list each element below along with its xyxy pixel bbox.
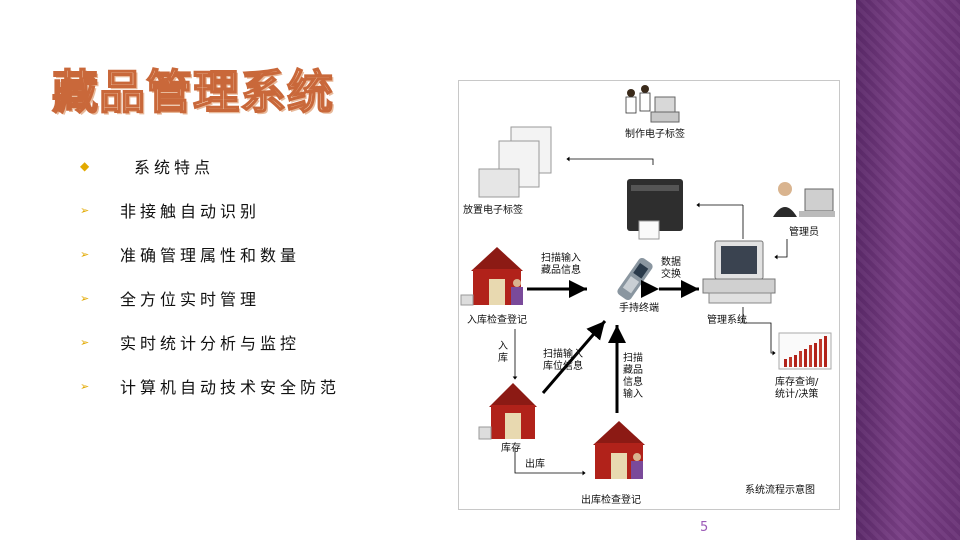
edge-to-storage-label: 入库 (498, 341, 508, 364)
statistics-chart-icon (778, 332, 832, 370)
arrow-storage-to-checkout (514, 447, 586, 476)
handheld-terminal-icon (617, 257, 653, 301)
feature-item: ➢ 实时统计分析与监控 (80, 320, 340, 364)
storage-warehouse-icon (478, 383, 537, 440)
checkin-warehouse-icon (460, 247, 523, 306)
node-mgmt-system-label: 管理系统 (707, 315, 747, 326)
feature-item: ➢ 计算机自动技术安全防范 (80, 364, 340, 408)
node-make-tag-label: 制作电子标签 (625, 129, 685, 140)
node-handheld-label: 手持终端 (619, 303, 659, 314)
arrow-storage-to-terminal (541, 320, 607, 394)
node-checkin-label: 入库检查登记 (467, 315, 527, 326)
edge-out-label: 出库 (525, 459, 545, 470)
arrow-bullet-icon: ➢ (80, 379, 94, 393)
checkout-warehouse-icon (593, 421, 645, 479)
node-report-label: 库存查询/统计/决策 (775, 377, 819, 400)
feature-item: ➢ 全方位实时管理 (80, 276, 340, 320)
feature-item-text: 全方位实时管理 (120, 290, 261, 309)
edge-scan-location-label: 扫描输入库位信息 (543, 349, 583, 372)
feature-list: ◆ 系统特点 ➢ 非接触自动识别 ➢ 准确管理属性和数量 ➢ 全方位实时管理 ➢… (80, 144, 340, 408)
slide-title: 藏品管理系统 (51, 64, 334, 120)
arrow-bullet-icon: ➢ (80, 203, 94, 217)
diagram-graphics (460, 85, 835, 479)
arrow-bullet-icon: ➢ (80, 247, 94, 261)
feature-heading-text: 系统特点 (134, 158, 215, 177)
tag-sheets-icon (478, 126, 552, 198)
tag-makers-icon (625, 85, 680, 123)
feature-item-text: 非接触自动识别 (120, 202, 261, 221)
arrow-make-to-place (566, 156, 654, 165)
administrator-icon (773, 182, 835, 217)
arrow-bullet-icon: ➢ (80, 291, 94, 305)
arrow-admin-to-system (774, 239, 788, 260)
node-admin-label: 管理员 (789, 227, 819, 238)
management-computer-icon (702, 240, 776, 304)
feature-item: ➢ 准确管理属性和数量 (80, 232, 340, 276)
feature-item-text: 准确管理属性和数量 (120, 246, 301, 265)
label-printer-icon (627, 179, 683, 240)
node-storage-label: 库存 (501, 443, 521, 454)
edge-scan-collection-out-label: 扫描藏品信息输入 (623, 353, 643, 400)
arrow-system-to-report (742, 307, 776, 356)
feature-item-text: 计算机自动技术安全防范 (120, 378, 341, 397)
diagram-caption: 系统流程示意图 (745, 485, 815, 496)
diamond-bullet-icon: ◆ (80, 159, 94, 173)
edge-data-exchange-label: 数据交换 (661, 257, 681, 280)
edge-scan-collection-label: 扫描输入藏品信息 (541, 253, 581, 276)
feature-item-text: 实时统计分析与监控 (120, 334, 301, 353)
system-flow-diagram: 制作电子标签 放置电子标签 管理员 扫描输入藏品信息 数据交换 手持终端 入库检… (458, 80, 840, 510)
feature-item: ➢ 非接触自动识别 (80, 188, 340, 232)
node-place-tag-label: 放置电子标签 (463, 205, 523, 216)
node-checkout-label: 出库检查登记 (581, 495, 641, 506)
side-decoration-band (856, 0, 960, 540)
flow-arrows (512, 156, 788, 476)
page-number: 5 (700, 520, 709, 535)
arrow-bullet-icon: ➢ (80, 335, 94, 349)
feature-heading: ◆ 系统特点 (80, 144, 340, 188)
